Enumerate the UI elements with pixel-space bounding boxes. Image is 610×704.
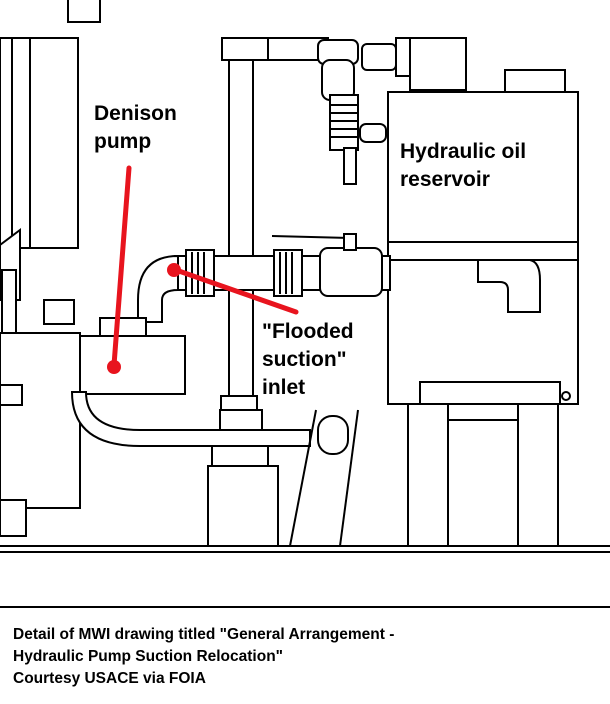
figure-caption: Detail of MWI drawing titled "General Ar… [13,624,603,690]
label-line: suction" [262,348,347,371]
pump-pointer-line [111,165,132,368]
vertical-pipe [211,37,329,469]
label-line: inlet [262,376,306,399]
hopper-assembly [0,0,101,537]
label-line: reservoir [400,168,490,191]
denison-pump-label: Denison pump [94,100,204,156]
breather-valve [317,37,467,185]
hydraulic-reservoir [387,69,579,547]
reservoir-label: Hydraulic oil reservoir [400,138,590,194]
annotation-markers [107,165,299,374]
label-line: "Flooded [262,320,354,343]
caption-line: Courtesy USACE via FOIA [13,670,206,687]
denison-pump [70,317,359,547]
inlet-pointer-line [173,267,299,315]
label-line: Hydraulic oil [400,140,527,163]
suction-line [137,233,391,323]
label-line: Denison [94,102,177,125]
base-frame [0,545,610,608]
pump-pointer-dot [107,360,121,374]
caption-line: Detail of MWI drawing titled "General Ar… [13,626,395,643]
caption-line: Hydraulic Pump Suction Relocation" [13,648,284,665]
inlet-pointer-dot [167,263,181,277]
flooded-suction-inlet-label: "Flooded suction" inlet [262,318,392,402]
label-line: pump [94,130,152,153]
